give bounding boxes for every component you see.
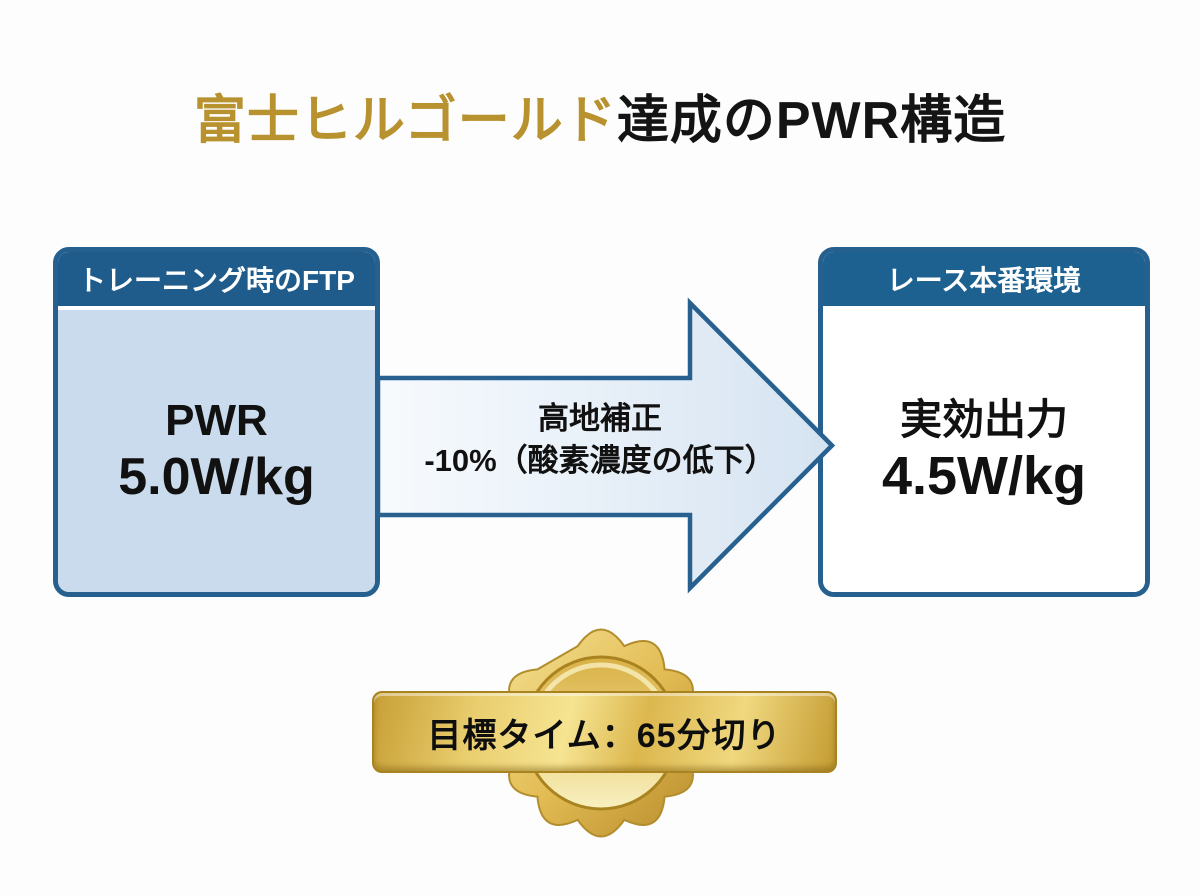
- page-title-highlight: 富士ヒルゴールド: [193, 92, 617, 150]
- altitude-correction-caption: 高地補正 -10%（酸素濃度の低下）: [380, 398, 820, 482]
- right-arrow-icon: [375, 297, 836, 594]
- training-ftp-card-header: トレーニング時のFTP: [58, 252, 375, 310]
- effective-power-value: 4.5W/kg: [881, 445, 1087, 506]
- pwr-value: 5.0W/kg: [118, 447, 315, 506]
- altitude-correction-detail: -10%（酸素濃度の低下）: [424, 442, 776, 478]
- page-title: 富士ヒルゴールド達成のPWR構造: [0, 78, 1200, 153]
- race-environment-card: レース本番環境 実効出力 4.5W/kg: [818, 247, 1150, 597]
- race-environment-card-header: レース本番環境: [823, 252, 1145, 310]
- pwr-label: PWR: [165, 395, 268, 445]
- training-ftp-card: トレーニング時のFTP PWR 5.0W/kg: [53, 247, 380, 597]
- effective-power-label: 実効出力: [899, 395, 1068, 443]
- target-time-banner: 目標タイム：65分切り: [372, 691, 837, 773]
- altitude-correction-title: 高地補正: [538, 401, 662, 436]
- target-time-label: 目標タイム：65分切り: [427, 716, 782, 755]
- race-environment-card-body: 実効出力 4.5W/kg: [823, 310, 1145, 592]
- training-ftp-card-body: PWR 5.0W/kg: [58, 310, 375, 592]
- page-title-rest: 達成のPWR構造: [616, 92, 1007, 150]
